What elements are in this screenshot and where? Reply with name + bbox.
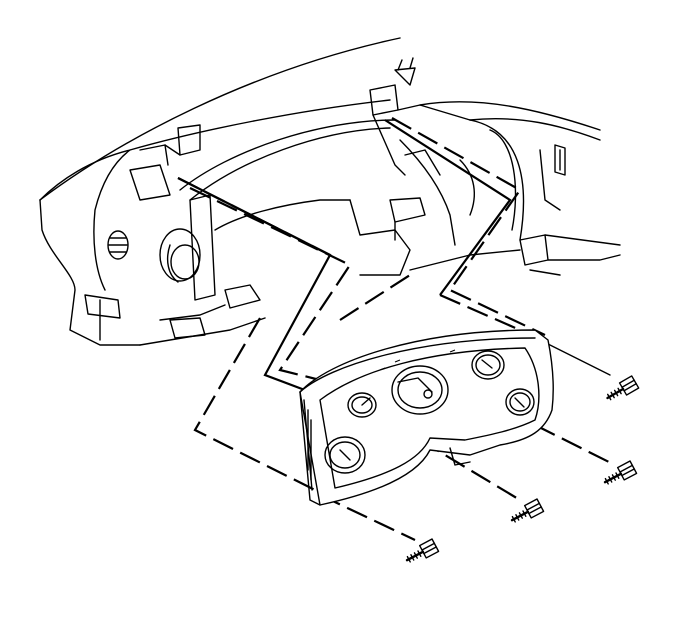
instrument-cluster bbox=[299, 329, 554, 506]
gauge-fuel bbox=[347, 392, 377, 418]
cluster-fastener-1 bbox=[606, 375, 640, 401]
gauge-tachometer bbox=[471, 350, 505, 380]
gauge-speedometer bbox=[391, 365, 449, 415]
gauge-oil bbox=[324, 436, 366, 474]
gauge-temperature bbox=[505, 388, 535, 416]
cluster-fastener-3 bbox=[510, 498, 545, 523]
cluster-fastener-2 bbox=[603, 460, 638, 485]
instrument-panel-carrier bbox=[39, 37, 621, 346]
cluster-fastener-4 bbox=[405, 538, 440, 563]
